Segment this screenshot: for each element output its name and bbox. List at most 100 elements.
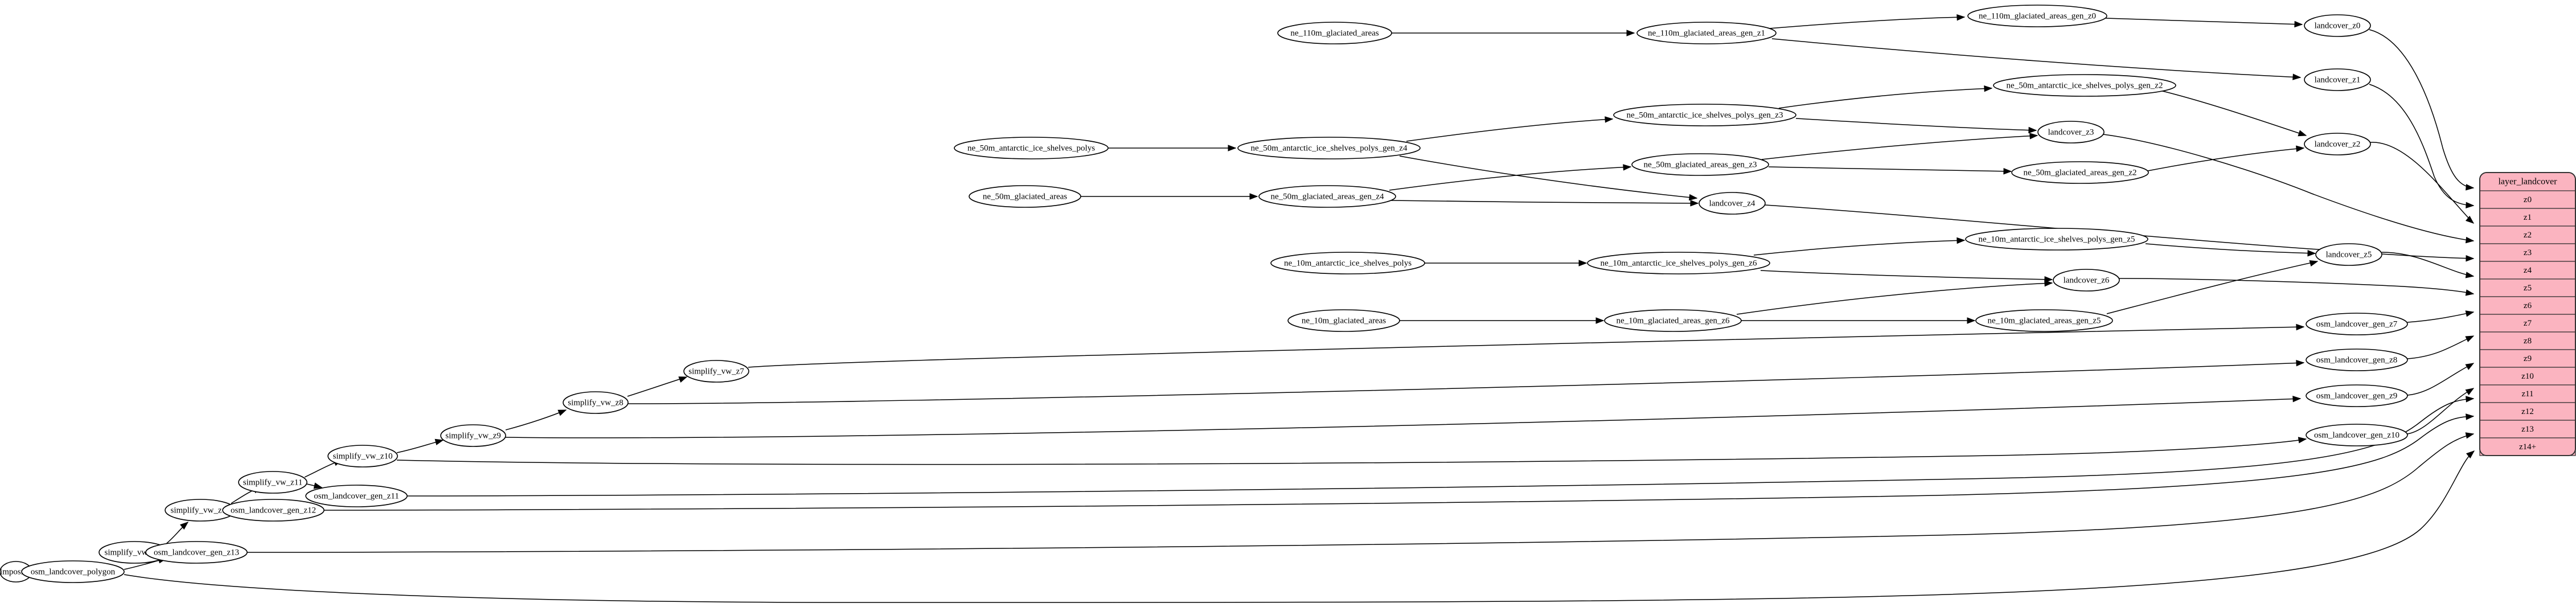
record-row-z7[interactable]: z7 [2479,314,2576,333]
node-ellipse[interactable] [2304,133,2371,155]
node-ellipse[interactable] [2053,269,2120,292]
graph-node-ne_50m_antarctic_ice_shelves_polys_gen_z3[interactable]: ne_50m_antarctic_ice_shelves_polys_gen_z… [1613,104,1796,126]
graph-node-ne_10m_glaciated_areas_gen_z5[interactable]: ne_10m_glaciated_areas_gen_z5 [1975,309,2113,332]
node-ellipse[interactable] [1237,137,1421,159]
graph-node-osm_landcover_gen_z10[interactable]: osm_landcover_gen_z10 [2306,424,2408,446]
graph-node-ne_110m_glaciated_areas[interactable]: ne_110m_glaciated_areas [1277,22,1392,44]
record-row-cell[interactable] [2479,296,2576,315]
record-node-layer-landcover[interactable]: layer_landcoverz0z1z2z3z4z5z6z7z8z9z10z1… [2479,172,2576,456]
record-row-cell[interactable] [2479,420,2576,438]
graph-node-ne_110m_glaciated_areas_gen_z0[interactable]: ne_110m_glaciated_areas_gen_z0 [1967,5,2107,27]
graph-node-landcover_z0[interactable]: landcover_z0 [2304,14,2371,37]
record-row-z5[interactable]: z5 [2479,278,2576,297]
node-ellipse[interactable] [238,471,307,494]
graph-node-simplify_vw_z9[interactable]: simplify_vw_z9 [440,424,506,447]
node-ellipse[interactable] [1277,22,1392,44]
graph-node-ne_50m_glaciated_areas_gen_z3[interactable]: ne_50m_glaciated_areas_gen_z3 [1631,153,1769,176]
graph-node-simplify_vw_z11[interactable]: simplify_vw_z11 [238,471,307,494]
graph-node-osm_landcover_gen_z7[interactable]: osm_landcover_gen_z7 [2306,313,2408,335]
record-row-cell[interactable] [2479,278,2576,297]
graph-node-osm_landcover_gen_z8[interactable]: osm_landcover_gen_z8 [2306,348,2408,371]
node-ellipse[interactable] [1613,104,1796,126]
node-ellipse[interactable] [2011,161,2149,184]
record-row-cell[interactable] [2479,190,2576,209]
node-ellipse[interactable] [145,541,248,564]
record-row-cell[interactable] [2479,261,2576,280]
node-ellipse[interactable] [21,560,125,583]
node-ellipse[interactable] [969,185,1081,208]
graph-node-ne_50m_antarctic_ice_shelves_polys_gen_z4[interactable]: ne_50m_antarctic_ice_shelves_polys_gen_z… [1237,137,1421,159]
record-row-z13[interactable]: z13 [2479,420,2576,438]
node-ellipse[interactable] [1270,252,1425,274]
node-ellipse[interactable] [1699,192,1766,215]
graph-node-osm_landcover_gen_z12[interactable]: osm_landcover_gen_z12 [222,499,325,522]
node-ellipse[interactable] [327,445,398,468]
node-ellipse[interactable] [563,391,629,414]
graph-node-landcover_z3[interactable]: landcover_z3 [2037,121,2105,143]
record-row-z14+[interactable]: z14+ [2479,437,2576,456]
graph-node-ne_50m_glaciated_areas_gen_z4[interactable]: ne_50m_glaciated_areas_gen_z4 [1258,185,1396,208]
record-row-cell[interactable] [2479,243,2576,262]
record-row-z12[interactable]: z12 [2479,402,2576,421]
node-ellipse[interactable] [2315,243,2382,266]
node-ellipse[interactable] [683,360,749,383]
record-row-cell[interactable] [2479,331,2576,350]
node-ellipse[interactable] [440,424,506,447]
graph-node-landcover_z6[interactable]: landcover_z6 [2053,269,2120,292]
node-ellipse[interactable] [2306,348,2408,371]
node-ellipse[interactable] [1258,185,1396,208]
graph-node-ne_110m_glaciated_areas_gen_z1[interactable]: ne_110m_glaciated_areas_gen_z1 [1636,22,1777,44]
graph-node-ne_10m_glaciated_areas_gen_z6[interactable]: ne_10m_glaciated_areas_gen_z6 [1604,309,1742,332]
graph-node-ne_10m_glaciated_areas[interactable]: ne_10m_glaciated_areas [1287,309,1400,332]
record-row-cell[interactable] [2479,208,2576,227]
graph-node-osm_landcover_gen_z11[interactable]: osm_landcover_gen_z11 [305,485,408,507]
graph-node-landcover_z1[interactable]: landcover_z1 [2304,68,2371,91]
record-row-cell[interactable] [2479,437,2576,456]
node-ellipse[interactable] [1975,309,2113,332]
node-ellipse[interactable] [2304,14,2371,37]
node-ellipse[interactable] [954,137,1109,159]
node-ellipse[interactable] [2306,384,2408,407]
record-row-z1[interactable]: z1 [2479,208,2576,227]
graph-node-simplify_vw_z7[interactable]: simplify_vw_z7 [683,360,749,383]
node-ellipse[interactable] [2037,121,2105,143]
graph-node-osm_landcover_polygon[interactable]: osm_landcover_polygon [21,560,125,583]
graph-node-landcover_z4[interactable]: landcover_z4 [1699,192,1766,215]
graph-node-landcover_z5[interactable]: landcover_z5 [2315,243,2382,266]
record-row-cell[interactable] [2479,314,2576,333]
record-row-z6[interactable]: z6 [2479,296,2576,315]
node-ellipse[interactable] [2306,424,2408,446]
node-ellipse[interactable] [222,499,325,522]
graph-node-osm_landcover_gen_z13[interactable]: osm_landcover_gen_z13 [145,541,248,564]
record-row-cell[interactable] [2479,349,2576,368]
node-ellipse[interactable] [1967,5,2107,27]
node-ellipse[interactable] [2306,313,2408,335]
record-row-z3[interactable]: z3 [2479,243,2576,262]
record-row-z4[interactable]: z4 [2479,261,2576,280]
graph-node-landcover_z2[interactable]: landcover_z2 [2304,133,2371,155]
record-row-cell[interactable] [2479,384,2576,403]
graph-node-ne_50m_antarctic_ice_shelves_polys_gen_z2[interactable]: ne_50m_antarctic_ice_shelves_polys_gen_z… [1993,74,2176,97]
record-row-z11[interactable]: z11 [2479,384,2576,403]
graph-node-ne_50m_glaciated_areas_gen_z2[interactable]: ne_50m_glaciated_areas_gen_z2 [2011,161,2149,184]
record-row-z8[interactable]: z8 [2479,331,2576,350]
node-ellipse[interactable] [1993,74,2176,97]
record-row-z10[interactable]: z10 [2479,367,2576,386]
node-ellipse[interactable] [1965,228,2148,251]
node-ellipse[interactable] [1631,153,1769,176]
node-ellipse[interactable] [305,485,408,507]
graph-node-ne_10m_antarctic_ice_shelves_polys_gen_z5[interactable]: ne_10m_antarctic_ice_shelves_polys_gen_z… [1965,228,2148,251]
node-ellipse[interactable] [1636,22,1777,44]
record-row-z0[interactable]: z0 [2479,190,2576,209]
graph-node-osm_landcover_gen_z9[interactable]: osm_landcover_gen_z9 [2306,384,2408,407]
graph-node-ne_10m_antarctic_ice_shelves_polys_gen_z6[interactable]: ne_10m_antarctic_ice_shelves_polys_gen_z… [1587,252,1770,274]
node-ellipse[interactable] [1587,252,1770,274]
graph-node-ne_50m_glaciated_areas[interactable]: ne_50m_glaciated_areas [969,185,1081,208]
graph-node-simplify_vw_z8[interactable]: simplify_vw_z8 [563,391,629,414]
record-row-cell[interactable] [2479,367,2576,386]
node-ellipse[interactable] [1604,309,1742,332]
graph-node-ne_50m_antarctic_ice_shelves_polys[interactable]: ne_50m_antarctic_ice_shelves_polys [954,137,1109,159]
graph-node-ne_10m_antarctic_ice_shelves_polys[interactable]: ne_10m_antarctic_ice_shelves_polys [1270,252,1425,274]
graph-node-simplify_vw_z10[interactable]: simplify_vw_z10 [327,445,398,468]
record-row-cell[interactable] [2479,225,2576,244]
